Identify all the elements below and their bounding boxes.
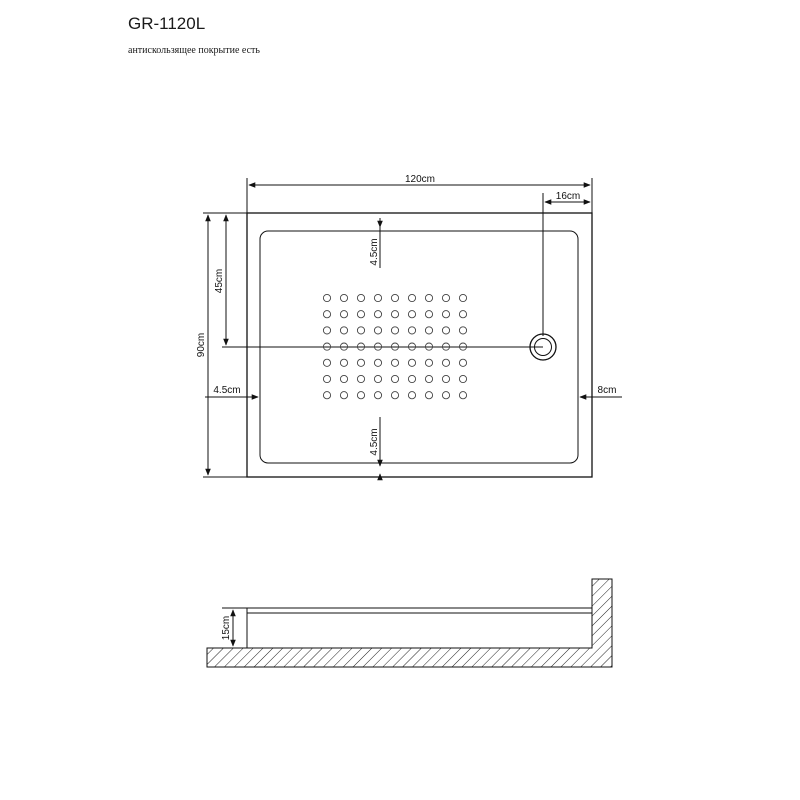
antislip-dot [390,358,400,367]
antislip-dot [458,391,468,400]
antislip-dot [407,342,417,351]
antislip-dot [458,342,468,351]
dim-height-label: 15cm [221,616,232,640]
antislip-dot [407,358,417,367]
antislip-dot [322,342,332,351]
antislip-dot [407,293,417,303]
antislip-dot [356,342,366,351]
antislip-dot-grid [322,293,468,400]
antislip-dot [322,391,332,400]
drain-icon [529,333,557,361]
antislip-dot [424,342,434,351]
antislip-dot [322,358,332,367]
antislip-dot [441,310,451,319]
antislip-dot [441,326,451,335]
dim-rim-left: 4.5cm [205,385,259,400]
antislip-dot [356,358,366,367]
antislip-dot [322,326,332,335]
dim-rim-left-label: 4.5cm [213,385,240,396]
antislip-dot [441,293,451,303]
antislip-dot [441,391,451,400]
antislip-dot [322,310,332,319]
dim-rim-bottom-label: 4.5cm [369,428,380,455]
antislip-dot [356,326,366,335]
dim-rim-bottom: 4.5cm [369,417,383,481]
antislip-dot [339,293,349,303]
antislip-dot [373,342,383,351]
antislip-dot [441,374,451,384]
antislip-dot [373,358,383,367]
section-view: 15cm [206,578,613,668]
antislip-dot [424,326,434,335]
antislip-dot [407,391,417,400]
antislip-dot [458,310,468,319]
dim-rim-right: 8cm [579,385,622,400]
antislip-dot [458,374,468,384]
dim-drain-offset: 16cm [544,191,591,205]
dim-height: 15cm [221,609,236,647]
dim-drain-offset-label: 16cm [556,191,580,202]
dim-depth: 90cm [196,214,211,476]
dim-depth-label: 90cm [196,333,207,357]
antislip-note: антискользящее покрытие есть [128,45,260,56]
dim-rim-right-label: 8cm [598,385,617,396]
antislip-dot [373,374,383,384]
antislip-dot [373,326,383,335]
antislip-dot [322,293,332,303]
model-title: GR-1120L [128,14,206,33]
antislip-dot [424,374,434,384]
dim-drain-depth-offset: 45cm [214,214,229,346]
antislip-dot [441,342,451,351]
antislip-dot [390,310,400,319]
antislip-dot [322,374,332,384]
antislip-dot [339,374,349,384]
antislip-dot [390,374,400,384]
antislip-dot [441,358,451,367]
antislip-dot [373,391,383,400]
plan-view: 120cm 16cm 90cm 45cm 4.5cm [196,174,622,481]
antislip-dot [339,310,349,319]
dim-rim-top: 4.5cm [369,218,383,268]
antislip-dot [356,391,366,400]
antislip-dot [356,374,366,384]
dim-width: 120cm [248,174,591,188]
antislip-dot [407,326,417,335]
antislip-dot [339,342,349,351]
dim-rim-top-label: 4.5cm [369,238,380,265]
antislip-dot [356,310,366,319]
antislip-dot [390,342,400,351]
antislip-dot [424,391,434,400]
dim-drain-depth-offset-label: 45cm [214,269,225,293]
antislip-dot [373,310,383,319]
antislip-dot [458,326,468,335]
antislip-dot [339,326,349,335]
antislip-dot [424,358,434,367]
antislip-dot [458,358,468,367]
antislip-dot [356,293,366,303]
antislip-dot [458,293,468,303]
tray-section-body [246,607,593,649]
antislip-dot [407,310,417,319]
antislip-dot [373,293,383,303]
antislip-dot [407,374,417,384]
antislip-dot [424,310,434,319]
antislip-dot [390,293,400,303]
antislip-dot [424,293,434,303]
antislip-dot [390,391,400,400]
dim-width-label: 120cm [405,174,435,185]
tray-outer-outline [246,212,593,478]
antislip-dot [339,391,349,400]
antislip-dot [390,326,400,335]
antislip-dot [339,358,349,367]
